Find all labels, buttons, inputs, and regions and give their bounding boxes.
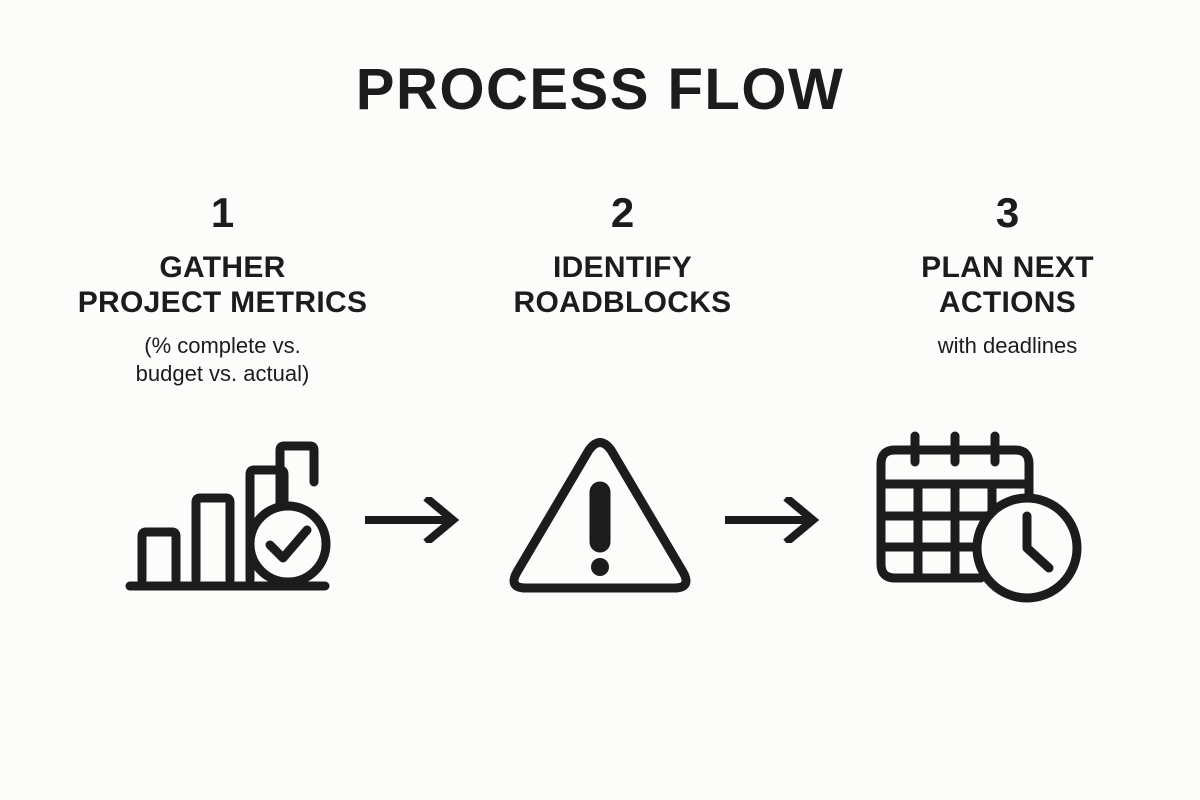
step-3-title: PLAN NEXT ACTIONS (921, 251, 1094, 320)
step-2-title: IDENTIFY ROADBLOCKS (513, 251, 732, 320)
warning-triangle-icon (507, 436, 693, 604)
calendar-clock-icon (875, 430, 1085, 610)
step-3-number: 3 (995, 189, 1020, 236)
step-2: 2 IDENTIFY ROADBLOCKS (430, 189, 815, 332)
icons-row (0, 425, 1200, 625)
step-1-title: GATHER PROJECT METRICS (77, 251, 368, 320)
steps-text-row: 1 GATHER PROJECT METRICS (% complete vs.… (0, 189, 1200, 440)
step-1-caption: (% complete vs. budget vs. actual) (135, 333, 310, 386)
step-3: 3 PLAN NEXT ACTIONS with deadlines (815, 189, 1200, 360)
step-1: 1 GATHER PROJECT METRICS (% complete vs.… (30, 189, 415, 387)
connector-1-slot (355, 485, 470, 555)
arrow-right-icon-1 (364, 497, 461, 543)
bar-chart-check-icon (120, 440, 340, 600)
step-1-icon-slot (115, 425, 345, 615)
arrow-right-icon-2 (724, 497, 821, 543)
step-2-icon-slot (490, 425, 710, 615)
step-2-number: 2 (610, 189, 635, 236)
page-title: PROCESS FLOW (355, 57, 845, 122)
connector-2-slot (715, 485, 830, 555)
step-3-caption: with deadlines (937, 333, 1078, 359)
step-3-icon-slot (865, 425, 1095, 615)
step-1-number: 1 (210, 189, 235, 236)
